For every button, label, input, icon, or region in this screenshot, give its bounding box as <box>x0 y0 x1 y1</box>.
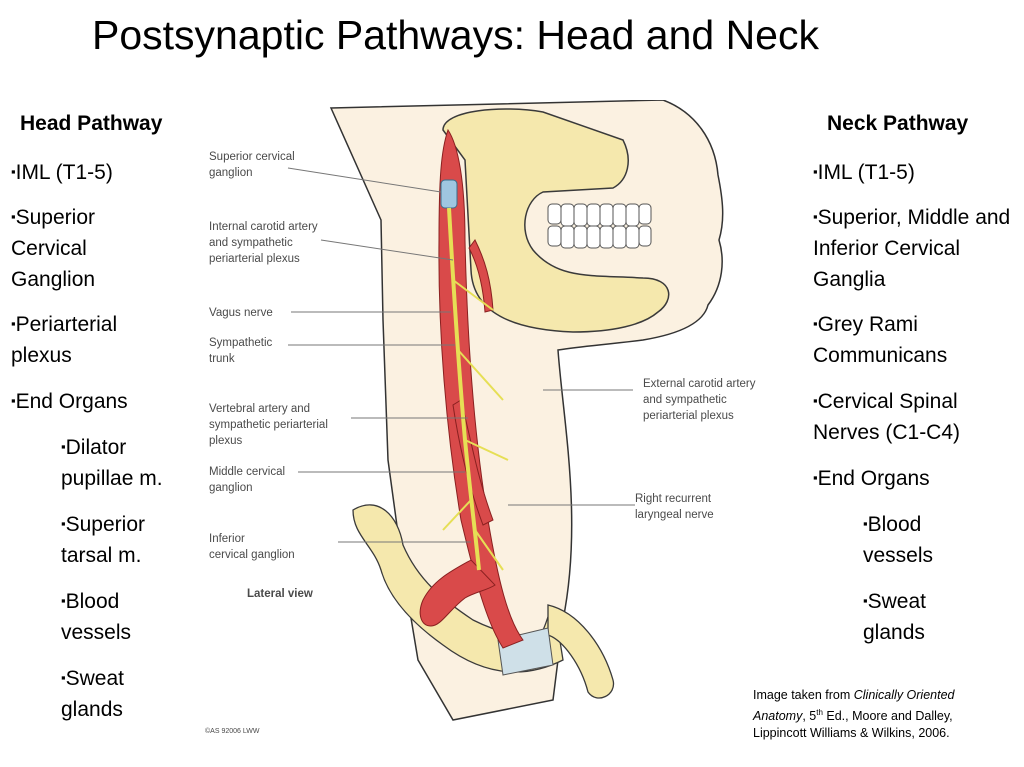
list-item: ▪Cervical Spinal Nerves (C1-C4) <box>813 390 961 444</box>
bullet-icon: ▪ <box>813 316 818 331</box>
bullet-icon: ▪ <box>61 593 66 608</box>
label-inferior-cervical-ganglion: Inferior cervical ganglion <box>209 533 295 561</box>
superior-ganglion-marker <box>440 179 458 209</box>
head-neck-silhouette <box>329 100 724 721</box>
copyright-mark: ©AS 92006 LWW <box>205 727 260 735</box>
list-item: ▪Blood vessels <box>863 513 934 567</box>
label-recurrent-laryngeal: Right recurrent laryngeal nerve <box>635 493 714 521</box>
mandible-bone <box>442 108 670 333</box>
list-item: ▪Dilator pupillae m. <box>61 436 163 490</box>
list-item: ▪Superior tarsal m. <box>61 513 145 567</box>
list-item: ▪End Organs <box>11 390 128 413</box>
bullet-icon: ▪ <box>61 670 66 685</box>
neck-anatomy-diagram: Superior cervical ganglion Internal caro… <box>205 100 759 735</box>
image-credit: Image taken from Clinically Oriented Ana… <box>753 688 955 741</box>
neck-pathway-heading: Neck Pathway <box>827 112 969 135</box>
label-internal-carotid: Internal carotid artery and sympathetic … <box>209 221 321 265</box>
bullet-icon: ▪ <box>813 393 818 408</box>
label-external-carotid: External carotid artery and sympathetic … <box>643 378 759 422</box>
bullet-icon: ▪ <box>863 593 868 608</box>
teeth <box>547 203 652 249</box>
slide-title: Postsynaptic Pathways: Head and Neck <box>92 12 819 58</box>
external-carotid-artery <box>468 239 494 313</box>
bullet-icon: ▪ <box>11 316 16 331</box>
bullet-icon: ▪ <box>813 470 818 485</box>
bullet-icon: ▪ <box>813 209 818 224</box>
list-item: ▪Blood vessels <box>61 590 132 644</box>
label-vertebral-artery: Vertebral artery and sympathetic periart… <box>209 403 331 447</box>
label-vagus-nerve: Vagus nerve <box>209 307 273 319</box>
bullet-icon: ▪ <box>813 164 818 179</box>
bullet-icon: ▪ <box>61 439 66 454</box>
bullet-icon: ▪ <box>863 516 868 531</box>
bullet-icon: ▪ <box>61 516 66 531</box>
label-superior-cervical-ganglion: Superior cervical ganglion <box>209 151 298 179</box>
label-sympathetic-trunk: Sympathetic trunk <box>209 337 275 365</box>
lateral-view-label: Lateral view <box>247 588 313 600</box>
subclavian-artery <box>419 559 496 627</box>
list-item: ▪Sweat glands <box>61 667 124 721</box>
list-item: ▪IML (T1-5) <box>11 161 113 184</box>
list-item: ▪Superior, Middle and Inferior Cervical … <box>813 206 1011 291</box>
list-item: ▪Sweat glands <box>863 590 926 644</box>
list-item: ▪Grey Rami Communicans <box>813 313 948 367</box>
bullet-icon: ▪ <box>11 393 16 408</box>
list-item: ▪End Organs <box>813 467 930 490</box>
bullet-icon: ▪ <box>11 164 16 179</box>
list-item: ▪Periarterial plexus <box>11 313 118 367</box>
head-pathway-heading: Head Pathway <box>20 112 163 135</box>
sympathetic-trunk-nerve <box>447 207 481 571</box>
list-item: ▪Superior Cervical Ganglion <box>11 206 96 291</box>
list-item: ▪IML (T1-5) <box>813 161 915 184</box>
common-carotid-artery <box>438 128 524 649</box>
label-middle-cervical-ganglion: Middle cervical ganglion <box>209 466 288 494</box>
bullet-icon: ▪ <box>11 209 16 224</box>
leader-lines <box>287 167 635 543</box>
nerve-branches <box>442 279 509 571</box>
rib-bone <box>547 604 615 699</box>
